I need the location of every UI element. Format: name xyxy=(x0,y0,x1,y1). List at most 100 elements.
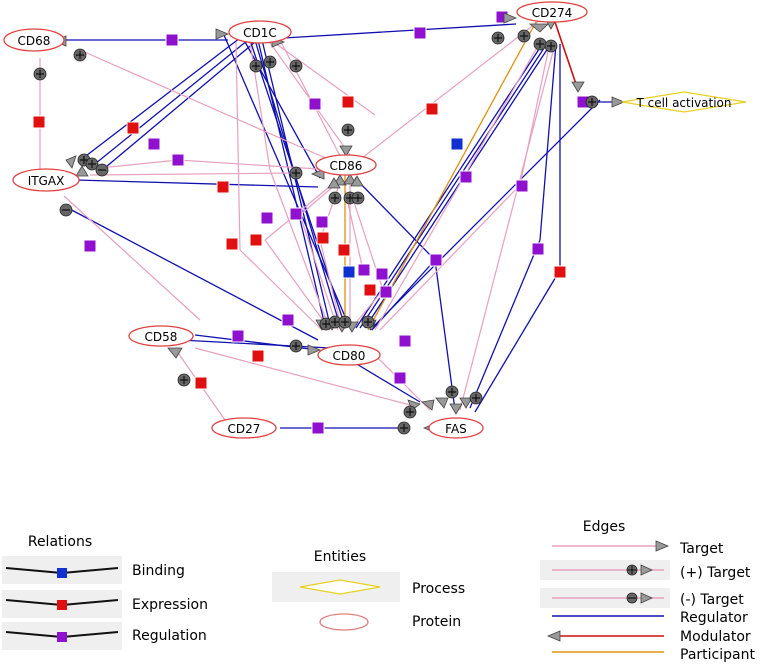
plus-glyph xyxy=(354,194,362,202)
node-label: FAS xyxy=(445,422,467,436)
node-itgax[interactable]: ITGAX xyxy=(12,168,80,192)
plus-glyph xyxy=(400,424,408,432)
edge-regulator xyxy=(369,99,601,331)
edge-target xyxy=(63,195,201,321)
marker-glyphs xyxy=(36,32,596,432)
binding-square xyxy=(342,265,356,279)
plus-glyph xyxy=(252,62,260,70)
edge-target xyxy=(319,239,343,331)
edge-target xyxy=(177,159,335,171)
plus-glyph xyxy=(331,318,339,326)
regulation-square xyxy=(315,215,329,229)
node-fas[interactable]: FAS xyxy=(428,417,484,439)
regulation-square xyxy=(375,267,389,281)
edge-regulator xyxy=(99,41,256,173)
legend-relations-title: Relations xyxy=(28,534,92,550)
node-cd68[interactable]: CD68 xyxy=(3,28,65,52)
arrowhead xyxy=(310,168,325,180)
plus-glyph xyxy=(472,394,480,402)
expression-square xyxy=(341,95,355,109)
plus-glyph xyxy=(36,70,44,78)
arrowhead xyxy=(459,397,473,409)
regulator-edges xyxy=(60,23,601,429)
expression-square xyxy=(251,349,265,363)
plus-glyph xyxy=(346,194,354,202)
plus-glyph xyxy=(448,388,456,396)
edge-regulator xyxy=(261,39,331,326)
plus-glyph xyxy=(341,318,349,326)
edge-regulator xyxy=(434,259,456,411)
binding-square xyxy=(57,568,67,578)
plus-glyph xyxy=(494,34,502,42)
protein-shape xyxy=(319,613,369,631)
arrowhead xyxy=(571,81,585,93)
arrowhead xyxy=(421,399,435,411)
node-cd58[interactable]: CD58 xyxy=(128,325,194,347)
plus-glyph xyxy=(292,342,300,350)
regulation-square xyxy=(393,371,407,385)
regulation-square xyxy=(413,26,427,40)
edge-regulator xyxy=(283,23,517,39)
plus-glyph xyxy=(547,42,555,50)
arrowhead xyxy=(611,96,626,108)
legend-process-label: Process xyxy=(412,581,465,597)
expression-square xyxy=(363,283,377,297)
arrowhead xyxy=(449,403,463,415)
legend-participant-label: Participant xyxy=(680,647,755,663)
regulation-square xyxy=(147,137,161,151)
arrowhead xyxy=(65,155,77,169)
node-cd1c[interactable]: CD1C xyxy=(228,20,292,44)
legend-regulator-label: Regulator xyxy=(680,610,748,626)
edge-target xyxy=(89,172,301,176)
arrowhead xyxy=(75,165,89,177)
regulation-square xyxy=(281,313,295,327)
legend-target-label: Target xyxy=(679,541,724,557)
edge-regulator xyxy=(469,239,541,409)
node-cd86[interactable]: CD86 xyxy=(315,154,377,176)
regulation-square xyxy=(398,334,412,348)
plus-glyph xyxy=(344,126,352,134)
legend-binding-label: Binding xyxy=(132,563,185,579)
arrowhead xyxy=(167,347,183,359)
regulation-square xyxy=(429,253,443,267)
edge-target xyxy=(299,214,339,331)
edge-regulator xyxy=(371,259,436,331)
regulation-square xyxy=(57,632,67,642)
edge-target xyxy=(374,174,466,331)
plus-glyph xyxy=(322,320,330,328)
node-label: CD1C xyxy=(243,26,277,40)
edge-target xyxy=(269,169,331,331)
regulation-square xyxy=(515,179,529,193)
legend-expression-label: Expression xyxy=(132,597,208,613)
legend-entities-title: Entities xyxy=(314,549,366,565)
binding-square xyxy=(450,137,464,151)
node-cd80[interactable]: CD80 xyxy=(317,344,381,366)
node-label: CD80 xyxy=(333,349,366,363)
edge-target xyxy=(79,49,331,161)
legend-edges-title: Edges xyxy=(583,519,626,535)
edge-target xyxy=(379,184,521,331)
edge-target xyxy=(299,184,336,216)
node-cd274[interactable]: CD274 xyxy=(516,1,588,23)
node-cd27[interactable]: CD27 xyxy=(211,417,277,439)
plus-glyph xyxy=(292,169,300,177)
edge-target xyxy=(239,249,323,331)
node-t-cell-activation[interactable]: T cell activation xyxy=(621,91,747,113)
expression-square xyxy=(249,233,263,247)
regulation-square xyxy=(531,242,545,256)
regulation-square xyxy=(379,285,393,299)
edge-modulator xyxy=(554,21,579,91)
plus-glyph xyxy=(80,156,88,164)
regulation-square xyxy=(311,421,325,435)
regulation-square xyxy=(260,211,274,225)
arrowhead xyxy=(327,177,341,189)
node-label: T cell activation xyxy=(635,96,731,110)
regulation-square xyxy=(308,97,322,111)
expression-square xyxy=(32,115,46,129)
edge-regulator xyxy=(257,39,326,327)
arrowhead xyxy=(307,344,322,356)
arrowhead xyxy=(503,12,518,24)
plus-glyph xyxy=(588,98,596,106)
edge-target xyxy=(264,239,331,331)
arrowhead xyxy=(528,23,549,33)
